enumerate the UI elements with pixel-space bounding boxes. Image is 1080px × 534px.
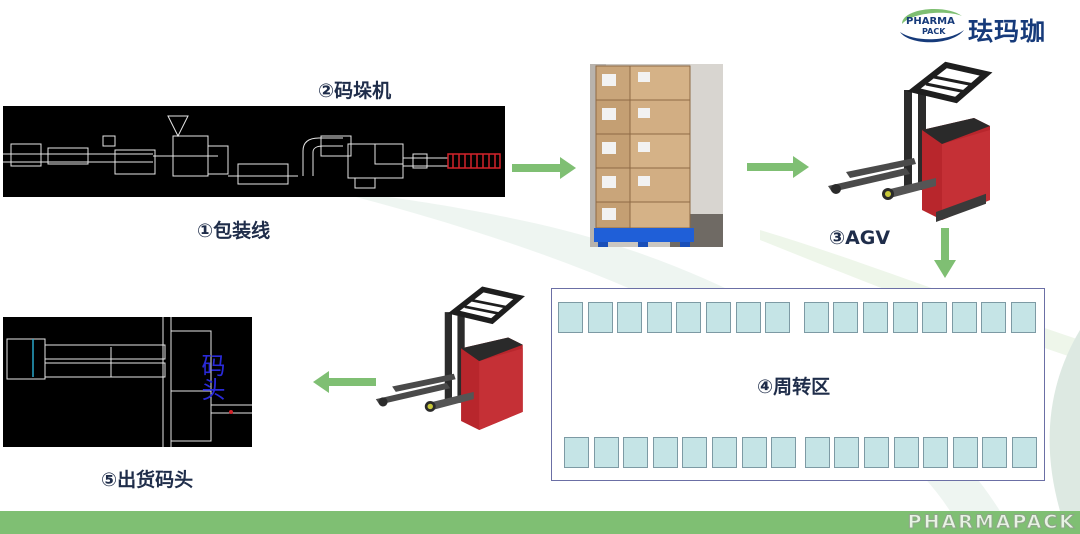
label-shipping-dock: ⑤出货码头 (101, 469, 194, 491)
label-agv: ③AGV (829, 227, 891, 249)
storage-slot (676, 302, 702, 333)
storage-slot (892, 302, 918, 333)
pharmapack-logo: PHARMA PACK 珐玛珈 (896, 2, 1076, 50)
storage-slot (682, 437, 708, 468)
turnover-zone: ④周转区 (551, 288, 1045, 481)
forklift-agv-icon (828, 61, 993, 222)
storage-slot (803, 302, 829, 333)
storage-slot (893, 437, 919, 468)
storage-slot (765, 302, 791, 333)
storage-slot (952, 437, 978, 468)
svg-text:PHARMA: PHARMA (906, 16, 955, 27)
storage-slot (706, 302, 731, 333)
storage-slot (981, 302, 1007, 333)
arrow-right-icon (747, 156, 809, 178)
storage-slot (834, 437, 860, 468)
shipping-dock-drawing: 码头 (6, 317, 252, 447)
packaging-line-cad-image (3, 106, 505, 197)
storage-slot (864, 437, 889, 468)
arrow-down-icon (934, 228, 956, 278)
storage-slot (623, 437, 649, 468)
storage-slot (863, 302, 888, 333)
footer-bar: PHARMAPACK (0, 511, 1080, 534)
arrow-right-icon (512, 157, 576, 179)
label-packaging-line: ①包装线 (197, 220, 271, 242)
storage-slot (587, 302, 613, 333)
storage-slot (646, 302, 672, 333)
storage-slot (804, 437, 830, 468)
storage-slot (923, 437, 949, 468)
storage-slot (741, 437, 767, 468)
storage-slot (1011, 302, 1036, 333)
storage-slot (558, 302, 583, 333)
footer-watermark: PHARMAPACK (907, 511, 1076, 534)
storage-slot (593, 437, 619, 468)
storage-slot (652, 437, 678, 468)
logo-chinese-text: 珐玛珈 (968, 17, 1047, 46)
storage-slot (982, 437, 1008, 468)
storage-slot (771, 437, 797, 468)
forklift-agv-icon (375, 286, 525, 431)
storage-slot (617, 302, 643, 333)
arrow-left-icon (313, 371, 376, 393)
label-palletizer: ②码垛机 (318, 80, 392, 102)
svg-text:PACK: PACK (922, 27, 946, 36)
storage-slot (833, 302, 859, 333)
dock-cad-text: 码头 (197, 353, 225, 401)
storage-slot (1012, 437, 1037, 468)
storage-slot (564, 437, 589, 468)
packaging-line-drawing (3, 115, 501, 189)
storage-slot (951, 302, 977, 333)
shipping-dock-cad-image: 码头 (3, 317, 252, 447)
storage-slot (735, 302, 761, 333)
pallet-boxes-photo (590, 64, 723, 247)
storage-slot (922, 302, 948, 333)
storage-slot (712, 437, 737, 468)
label-turnover-zone: ④周转区 (757, 376, 831, 398)
